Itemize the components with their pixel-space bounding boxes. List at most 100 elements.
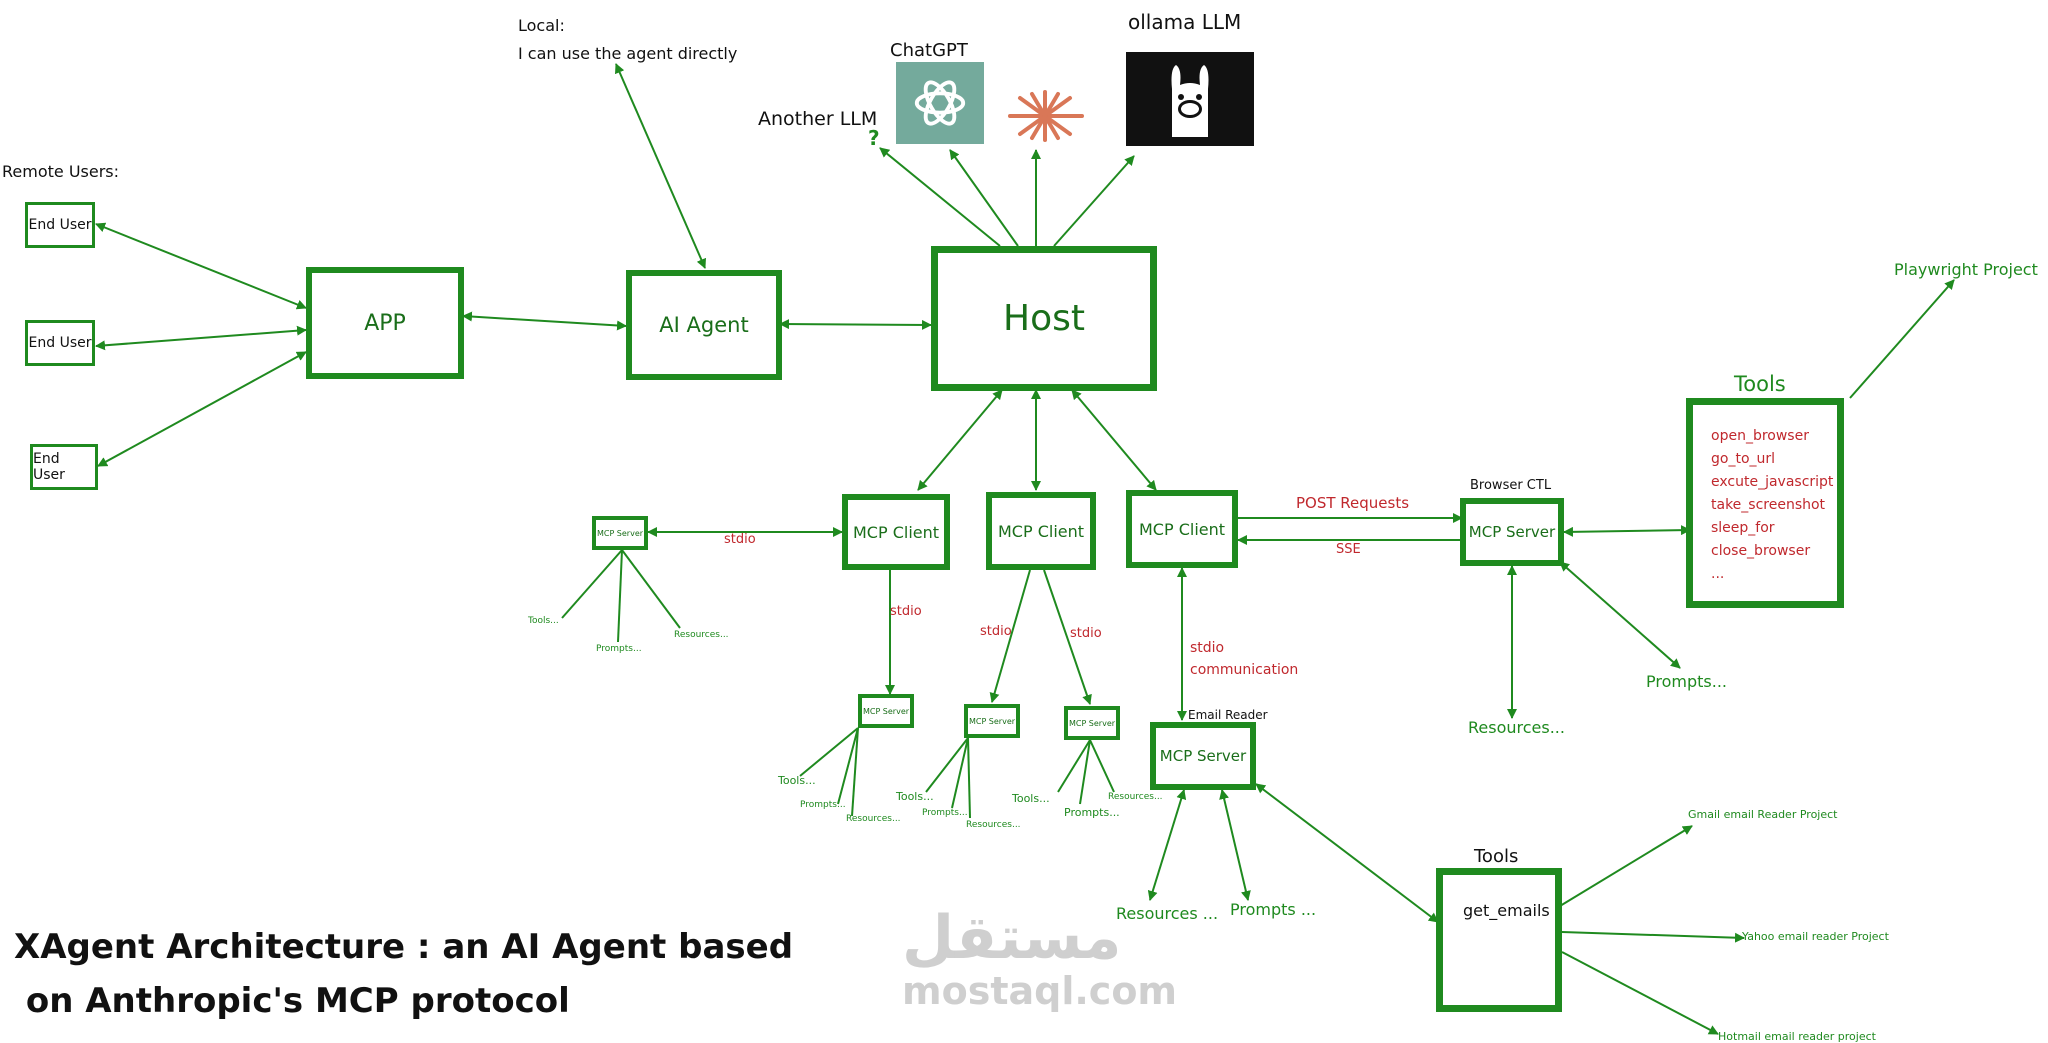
tools-client2a: Tools... — [896, 790, 934, 803]
resources-client2b: Resources... — [1108, 792, 1163, 802]
tool-sleep-for: sleep_for — [1711, 520, 1775, 536]
browser-resources-label: Resources... — [1468, 718, 1565, 737]
ai-agent-label: AI Agent — [659, 313, 749, 337]
edge-client2-server-a — [989, 569, 1031, 703]
email-resources-label: Resources ... — [1116, 904, 1219, 923]
diagram-title: XAgent Architecture : an AI Agent based … — [14, 920, 793, 1028]
edge-browser-prompts — [1559, 561, 1681, 669]
edge-agent-host — [779, 319, 932, 330]
ollama-logo-icon — [1126, 52, 1254, 146]
stdio-comm-line1: stdio — [1190, 640, 1225, 656]
prompts-client2a: Prompts... — [922, 808, 968, 818]
email-reader-label: Email Reader — [1188, 708, 1268, 722]
browser-prompts-label: Prompts... — [1646, 672, 1727, 691]
mcp-client-3: MCP Client — [1126, 490, 1238, 568]
playwright-tools-box: open_browser go_to_url excute_javascript… — [1686, 398, 1844, 608]
edge-host-client3 — [1071, 389, 1157, 491]
edge-tools-playwright — [1849, 279, 1955, 399]
gmail-project-label: Gmail email Reader Project — [1688, 808, 1838, 821]
mcp-server-client2b-label: MCP Server — [1068, 718, 1116, 728]
browser-mcp-server-label: MCP Server — [1468, 523, 1556, 541]
edge-user1-app — [95, 222, 307, 310]
host-label: Host — [1003, 298, 1085, 339]
resources-client1: Resources... — [846, 814, 901, 824]
resources-client2a: Resources... — [966, 820, 1021, 830]
playwright-project-label: Playwright Project — [1894, 260, 2038, 279]
yahoo-project-label: Yahoo email reader Project — [1742, 930, 1889, 943]
watermark-url: mostaql.com — [902, 969, 1178, 1013]
edge-yahoo — [1561, 931, 1745, 943]
browser-ctl-label: Browser CTL — [1470, 478, 1552, 493]
end-user-2-label: End User — [28, 335, 92, 351]
title-line-2: on Anthropic's MCP protocol — [14, 981, 570, 1021]
tools-client1: Tools... — [778, 774, 816, 787]
end-user-3-label: End User — [33, 451, 65, 483]
watermark: مستقل mostaql.com — [902, 905, 1177, 1011]
mcp-server-client1-label: MCP Server — [862, 706, 910, 716]
prompts-client2b: Prompts... — [1064, 806, 1120, 819]
mcp-server-client1: MCP Server — [858, 694, 914, 728]
stdio-comm-line2: communication — [1190, 662, 1299, 678]
end-user-2: End User — [25, 320, 95, 366]
edge-gmail — [1559, 825, 1693, 907]
local-label: Local: — [518, 16, 565, 35]
edge-host-another-llm — [879, 147, 1001, 247]
chatgpt-label: ChatGPT — [890, 40, 968, 61]
mcp-client-2-label: MCP Client — [997, 521, 1085, 541]
email-tools-box: get_emails — [1436, 868, 1562, 1012]
claude-logo-icon — [1000, 90, 1090, 142]
end-user-3: End User — [30, 444, 98, 490]
edge-client2-server-b — [1043, 569, 1092, 705]
stdio-label-client2a: stdio — [980, 624, 1012, 639]
edge-user2-app — [95, 325, 307, 351]
chatgpt-logo-icon — [896, 62, 984, 144]
sse-label: SSE — [1336, 542, 1361, 557]
mcp-server-client2a: MCP Server — [964, 704, 1020, 738]
edge-local-agent — [615, 63, 706, 269]
remote-users-label: Remote Users: — [2, 162, 120, 181]
another-llm-question-mark: ? — [868, 126, 880, 150]
edge-email-resources — [1147, 789, 1187, 901]
tool-open-browser: open_browser — [1711, 428, 1809, 444]
playwright-tools-title: Tools — [1734, 372, 1786, 396]
app-box: APP — [306, 267, 464, 379]
mcp-server-left-label: MCP Server — [596, 528, 644, 538]
tool-more: ... — [1711, 566, 1725, 582]
mcp-client-1: MCP Client — [842, 494, 950, 570]
watermark-arabic: مستقل — [902, 903, 1122, 973]
email-tools-title: Tools — [1474, 846, 1519, 867]
resources-left: Resources... — [674, 630, 729, 640]
host-box: Host — [931, 246, 1157, 391]
end-user-1: End User — [25, 202, 95, 248]
another-llm-label: Another LLM — [758, 108, 878, 130]
stdio-label-left: stdio — [724, 532, 756, 547]
edge-email-tools — [1255, 783, 1439, 923]
edge-user3-app — [97, 351, 307, 467]
local-text: I can use the agent directly — [518, 44, 738, 63]
tool-get-emails: get_emails — [1463, 901, 1550, 920]
edge-host-client1 — [917, 389, 1003, 491]
title-line-1: XAgent Architecture : an AI Agent based — [14, 927, 794, 967]
edge-hotmail — [1561, 951, 1719, 1035]
email-mcp-server: MCP Server — [1150, 722, 1256, 790]
browser-mcp-server: MCP Server — [1460, 498, 1564, 566]
ollama-label: ollama LLM — [1128, 10, 1242, 34]
prompts-left: Prompts... — [596, 644, 642, 654]
edge-browser-tools — [1563, 525, 1691, 537]
stdio-label-client1: stdio — [890, 604, 922, 619]
end-user-1-label: End User — [28, 217, 92, 233]
mcp-client-3-label: MCP Client — [1138, 519, 1226, 539]
app-label: APP — [364, 310, 406, 336]
post-requests-label: POST Requests — [1296, 494, 1410, 512]
prompts-client1: Prompts... — [800, 800, 846, 810]
mcp-server-client2b: MCP Server — [1064, 706, 1120, 740]
mcp-server-client2a-label: MCP Server — [968, 716, 1016, 726]
mcp-client-1-label: MCP Client — [852, 522, 940, 542]
edge-app-agent — [462, 311, 627, 331]
tool-go-to-url: go_to_url — [1711, 451, 1776, 467]
edge-host-chatgpt — [949, 149, 1019, 247]
edge-email-prompts — [1219, 789, 1251, 901]
hotmail-project-label: Hotmail email reader project — [1718, 1030, 1876, 1043]
